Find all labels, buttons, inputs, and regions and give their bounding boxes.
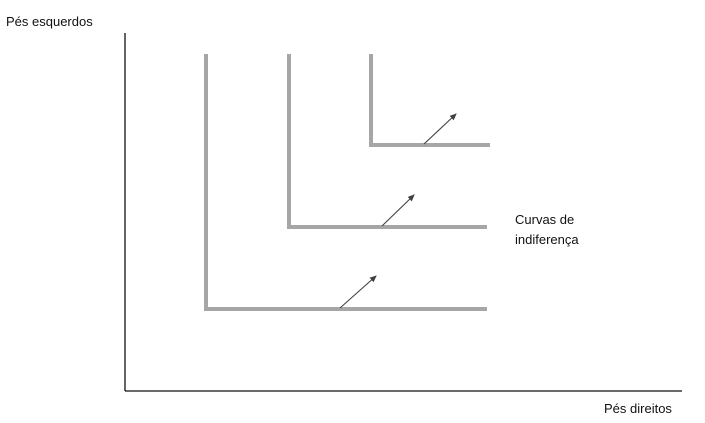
direction-arrow-2	[381, 194, 415, 227]
indifference-curves-label: Curvas de indiferença	[515, 210, 579, 250]
indifference-curve-1	[204, 54, 487, 311]
curves-label-line-2: indiferença	[515, 232, 579, 247]
indifference-curve-2	[287, 54, 487, 229]
indifference-curve-3	[369, 54, 490, 147]
direction-arrow-1	[339, 275, 377, 309]
y-axis-label: Pés esquerdos	[6, 14, 93, 29]
direction-arrow-3	[423, 113, 457, 145]
x-axis-label: Pés direitos	[604, 401, 672, 416]
curves-label-line-1: Curvas de	[515, 212, 575, 227]
